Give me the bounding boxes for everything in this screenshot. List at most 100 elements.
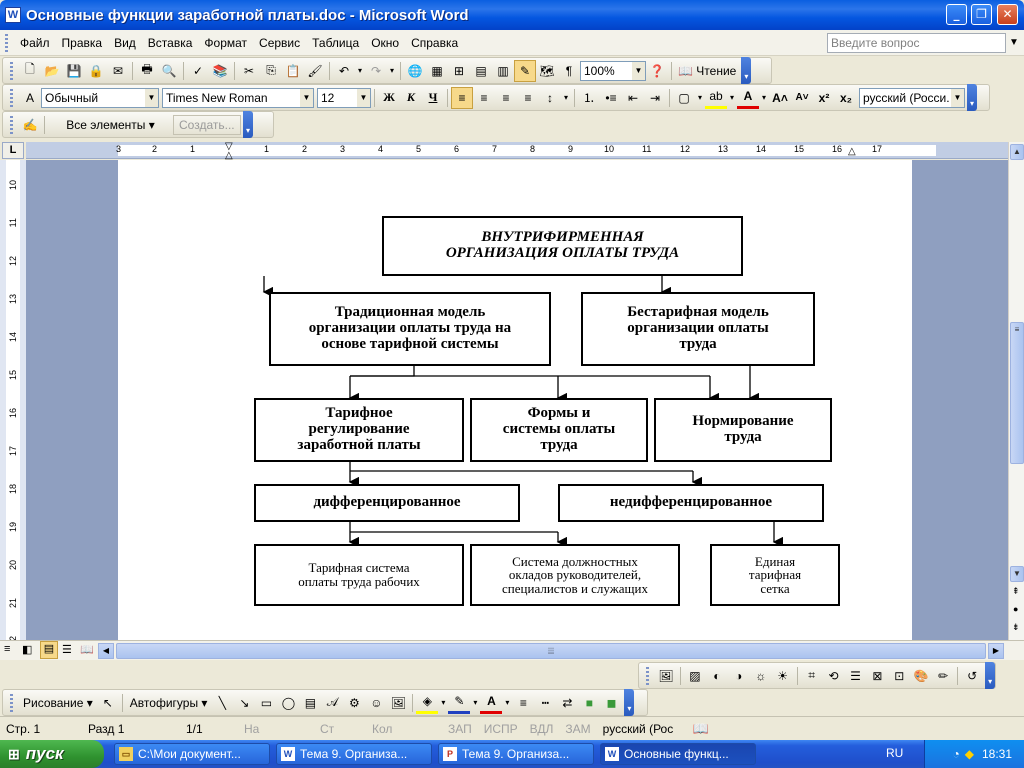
crop-icon[interactable]: ⌗ xyxy=(808,668,815,682)
draw-menu-button[interactable]: Рисование ▾ xyxy=(23,695,93,710)
language-indicator[interactable]: RU xyxy=(886,746,904,760)
font-size-select[interactable]: 12▼ xyxy=(317,87,371,108)
font-color-icon[interactable]: A xyxy=(737,87,759,109)
print-preview-icon[interactable]: 🔍 xyxy=(161,63,177,78)
web-view-icon[interactable]: ◧ xyxy=(22,644,33,656)
superscript-icon[interactable]: x² xyxy=(818,90,830,105)
arrow-icon[interactable]: ↘ xyxy=(239,695,250,710)
set-transparent-icon[interactable]: ✏ xyxy=(938,668,949,683)
toolbar-grip[interactable] xyxy=(10,693,13,712)
word-app-icon[interactable]: W xyxy=(5,7,21,23)
text-wrapping-icon[interactable]: ⊡ xyxy=(894,668,905,683)
box-labor-norming[interactable]: Нормирование труда xyxy=(654,398,832,462)
research-icon[interactable]: 📚 xyxy=(212,63,228,78)
decrease-indent-icon[interactable]: ⇤ xyxy=(627,90,639,105)
language-dropdown-icon[interactable]: ▼ xyxy=(951,88,964,107)
reading-view-icon[interactable]: 📖 xyxy=(80,644,94,656)
menu-format[interactable]: Формат xyxy=(204,35,248,50)
redo-dropdown-icon[interactable]: ▾ xyxy=(389,66,394,75)
align-center-icon[interactable]: ≡ xyxy=(480,90,488,105)
autoshapes-menu-button[interactable]: Автофигуры ▾ xyxy=(129,695,208,710)
menu-help[interactable]: Справка xyxy=(411,35,459,50)
underline-icon[interactable]: Ч xyxy=(428,90,438,104)
menu-view[interactable]: Вид xyxy=(114,35,136,50)
scroll-up-icon[interactable]: ▲ xyxy=(1010,144,1024,160)
permission-icon[interactable]: 🔒 xyxy=(88,63,104,78)
toolbar-options-icon[interactable]: ▾ xyxy=(741,57,752,84)
rotate-icon[interactable]: ⟲ xyxy=(828,668,839,683)
status-ovr[interactable]: ЗАМ xyxy=(565,721,591,736)
box-forms-systems[interactable]: Формы и системы оплаты труда xyxy=(470,398,648,462)
color-icon[interactable]: ▨ xyxy=(689,668,701,683)
document-page[interactable]: ВНУТРИФИРМЕННАЯ ОРГАНИЗАЦИЯ ОПЛАТЫ ТРУДА… xyxy=(118,160,912,640)
create-button[interactable]: Создать... xyxy=(173,114,241,135)
prev-page-icon[interactable]: ⇞ xyxy=(1012,586,1020,596)
undo-icon[interactable]: ↶ xyxy=(338,63,350,78)
scroll-thumb[interactable]: ≡ xyxy=(1010,322,1024,464)
toolbar-options-icon[interactable]: ▾ xyxy=(967,84,977,111)
tab-selector[interactable]: L xyxy=(2,142,24,159)
select-objects-icon[interactable]: ↖ xyxy=(102,695,113,710)
align-right-icon[interactable]: ≡ xyxy=(502,90,510,105)
font-color-dropdown-icon[interactable]: ▾ xyxy=(505,698,510,707)
menu-table[interactable]: Таблица xyxy=(312,35,360,50)
close-button[interactable]: ✕ xyxy=(997,4,1018,25)
toolbar-options-icon[interactable]: ▾ xyxy=(243,111,253,138)
insert-excel-icon[interactable]: ▤ xyxy=(475,63,487,78)
wordart-icon[interactable]: 𝒜 xyxy=(326,695,339,709)
task-folder[interactable]: ▭C:\Мои документ... xyxy=(114,743,270,765)
style-dropdown-icon[interactable]: ▼ xyxy=(145,88,158,107)
font-color-icon[interactable]: A xyxy=(480,692,503,714)
border-icon[interactable]: ▢ xyxy=(678,90,690,105)
fill-color-dropdown-icon[interactable]: ▾ xyxy=(441,698,446,707)
box-differentiated[interactable]: дифференцированное xyxy=(254,484,520,522)
reading-layout-icon[interactable]: 📖 Чтение xyxy=(678,63,737,78)
insert-picture-icon[interactable]: 🖼 xyxy=(390,695,407,710)
spelling-status-icon[interactable]: 📖 xyxy=(692,720,709,736)
line-spacing-icon[interactable]: ↕ xyxy=(547,90,553,105)
3d-style-icon[interactable]: ◼ xyxy=(606,695,617,710)
line-color-dropdown-icon[interactable]: ▾ xyxy=(473,698,478,707)
show-hide-icon[interactable]: ¶ xyxy=(565,63,573,78)
drawing-icon[interactable]: ✎ xyxy=(514,59,536,82)
line-style-icon[interactable]: ≡ xyxy=(519,695,527,710)
email-icon[interactable]: ✉ xyxy=(112,63,124,78)
shadow-style-icon[interactable]: ■ xyxy=(585,695,594,710)
rectangle-icon[interactable]: ▭ xyxy=(260,695,273,710)
box-tariff-regulation[interactable]: Тарифное регулирование заработной платы xyxy=(254,398,464,462)
undo-dropdown-icon[interactable]: ▾ xyxy=(357,66,362,75)
compress-icon[interactable]: ⊠ xyxy=(872,668,883,683)
print-layout-icon[interactable]: ▤ xyxy=(40,641,58,659)
help-dropdown-icon[interactable]: ▼ xyxy=(1009,37,1019,48)
zoom-select[interactable]: 100%▼ xyxy=(580,60,646,81)
font-dropdown-icon[interactable]: ▼ xyxy=(300,88,313,107)
diagram-icon[interactable]: ⚙ xyxy=(349,695,360,710)
font-size-dropdown-icon[interactable]: ▼ xyxy=(357,88,370,107)
h-scroll-thumb[interactable]: ⦙⦙⦙ xyxy=(116,643,986,659)
tray-network-icon[interactable]: ◔ xyxy=(952,747,960,761)
box-unified-grid[interactable]: Единая тарифная сетка xyxy=(710,544,840,606)
scroll-down-icon[interactable]: ▼ xyxy=(1010,566,1024,582)
format-painter-icon[interactable]: 🖌 xyxy=(307,63,323,78)
toolbar-grip[interactable] xyxy=(10,61,13,80)
align-left-icon[interactable]: ≡ xyxy=(451,86,473,109)
status-language[interactable]: русский (Рос xyxy=(602,721,674,736)
tables-borders-icon[interactable]: ▦ xyxy=(431,63,443,78)
justify-icon[interactable]: ≡ xyxy=(524,90,532,105)
status-trk[interactable]: ИСПР xyxy=(483,721,518,736)
browse-object-icon[interactable]: ● xyxy=(1013,604,1019,614)
italic-icon[interactable]: К xyxy=(406,90,416,104)
tray-security-icon[interactable]: ◆ xyxy=(964,747,974,761)
minimize-button[interactable]: _ xyxy=(946,4,967,25)
toolbar-options-icon[interactable]: ▾ xyxy=(985,662,996,689)
menu-grip[interactable] xyxy=(5,33,8,52)
document-map-icon[interactable]: 🗺 xyxy=(539,63,555,78)
dash-style-icon[interactable]: ┅ xyxy=(541,695,550,710)
box-official-salaries[interactable]: Система должностных окладов руководителе… xyxy=(470,544,680,606)
more-contrast-icon[interactable]: ◐ xyxy=(713,668,721,683)
subscript-icon[interactable]: x₂ xyxy=(839,90,852,105)
help-icon[interactable]: ❓ xyxy=(649,63,665,78)
